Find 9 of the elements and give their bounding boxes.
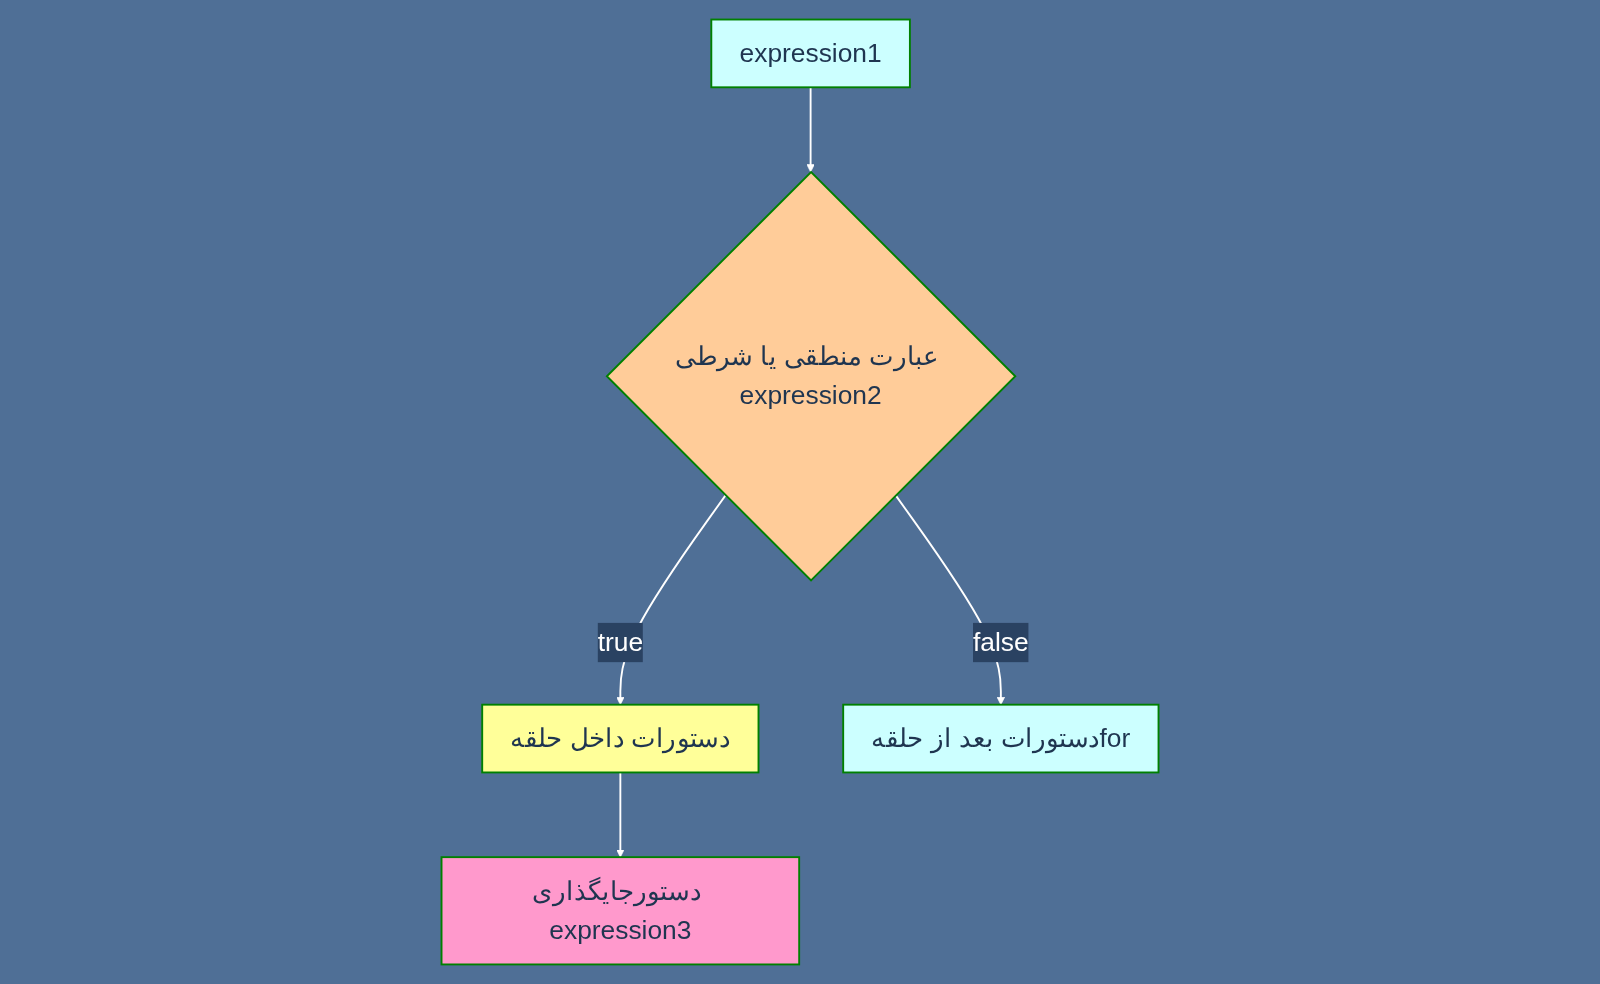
node-box: دستورات بعد از حلقهfor xyxy=(842,703,1160,774)
edge-label: false xyxy=(972,627,1029,657)
node-box: دستورات داخل حلقه xyxy=(481,703,760,774)
node-box: دستورجایگذاری expression3 xyxy=(440,856,801,966)
edge-label: true xyxy=(597,627,644,657)
node-diamond: عبارت منطقی یا شرطی expression2 xyxy=(605,170,1017,582)
arrow xyxy=(616,771,625,858)
arrow xyxy=(806,86,815,173)
node-box: expression1 xyxy=(710,18,911,89)
